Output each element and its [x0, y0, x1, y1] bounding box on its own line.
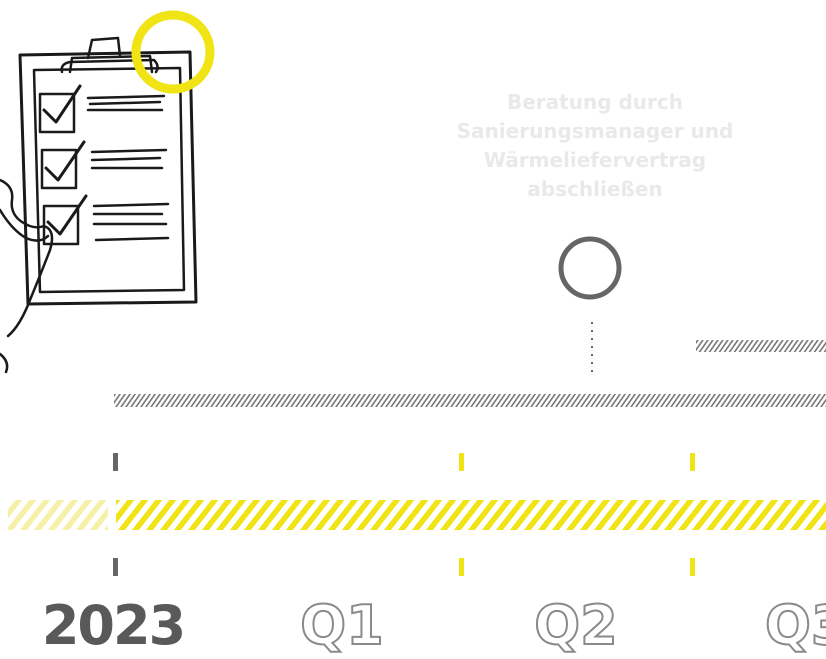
yellow-hatch-bar — [116, 500, 826, 530]
tick-q2-upper — [690, 453, 695, 471]
quarter-label-q3: Q3 — [765, 594, 826, 657]
tick-q1-lower — [459, 558, 464, 576]
gray-hatch-bar-main — [114, 394, 826, 407]
quarter-label-q1: Q1 — [300, 594, 383, 657]
quarter-label-q2: Q2 — [534, 594, 617, 657]
milestone-circle-icon — [561, 239, 619, 297]
year-label: 2023 — [42, 594, 184, 657]
tick-2023-lower — [113, 558, 118, 576]
tick-2023-upper — [113, 453, 118, 471]
tick-q2-lower — [690, 558, 695, 576]
tick-q1-upper — [459, 453, 464, 471]
pale-yellow-hatch-bar — [8, 500, 108, 530]
gray-hatch-bar-upper — [696, 340, 826, 352]
